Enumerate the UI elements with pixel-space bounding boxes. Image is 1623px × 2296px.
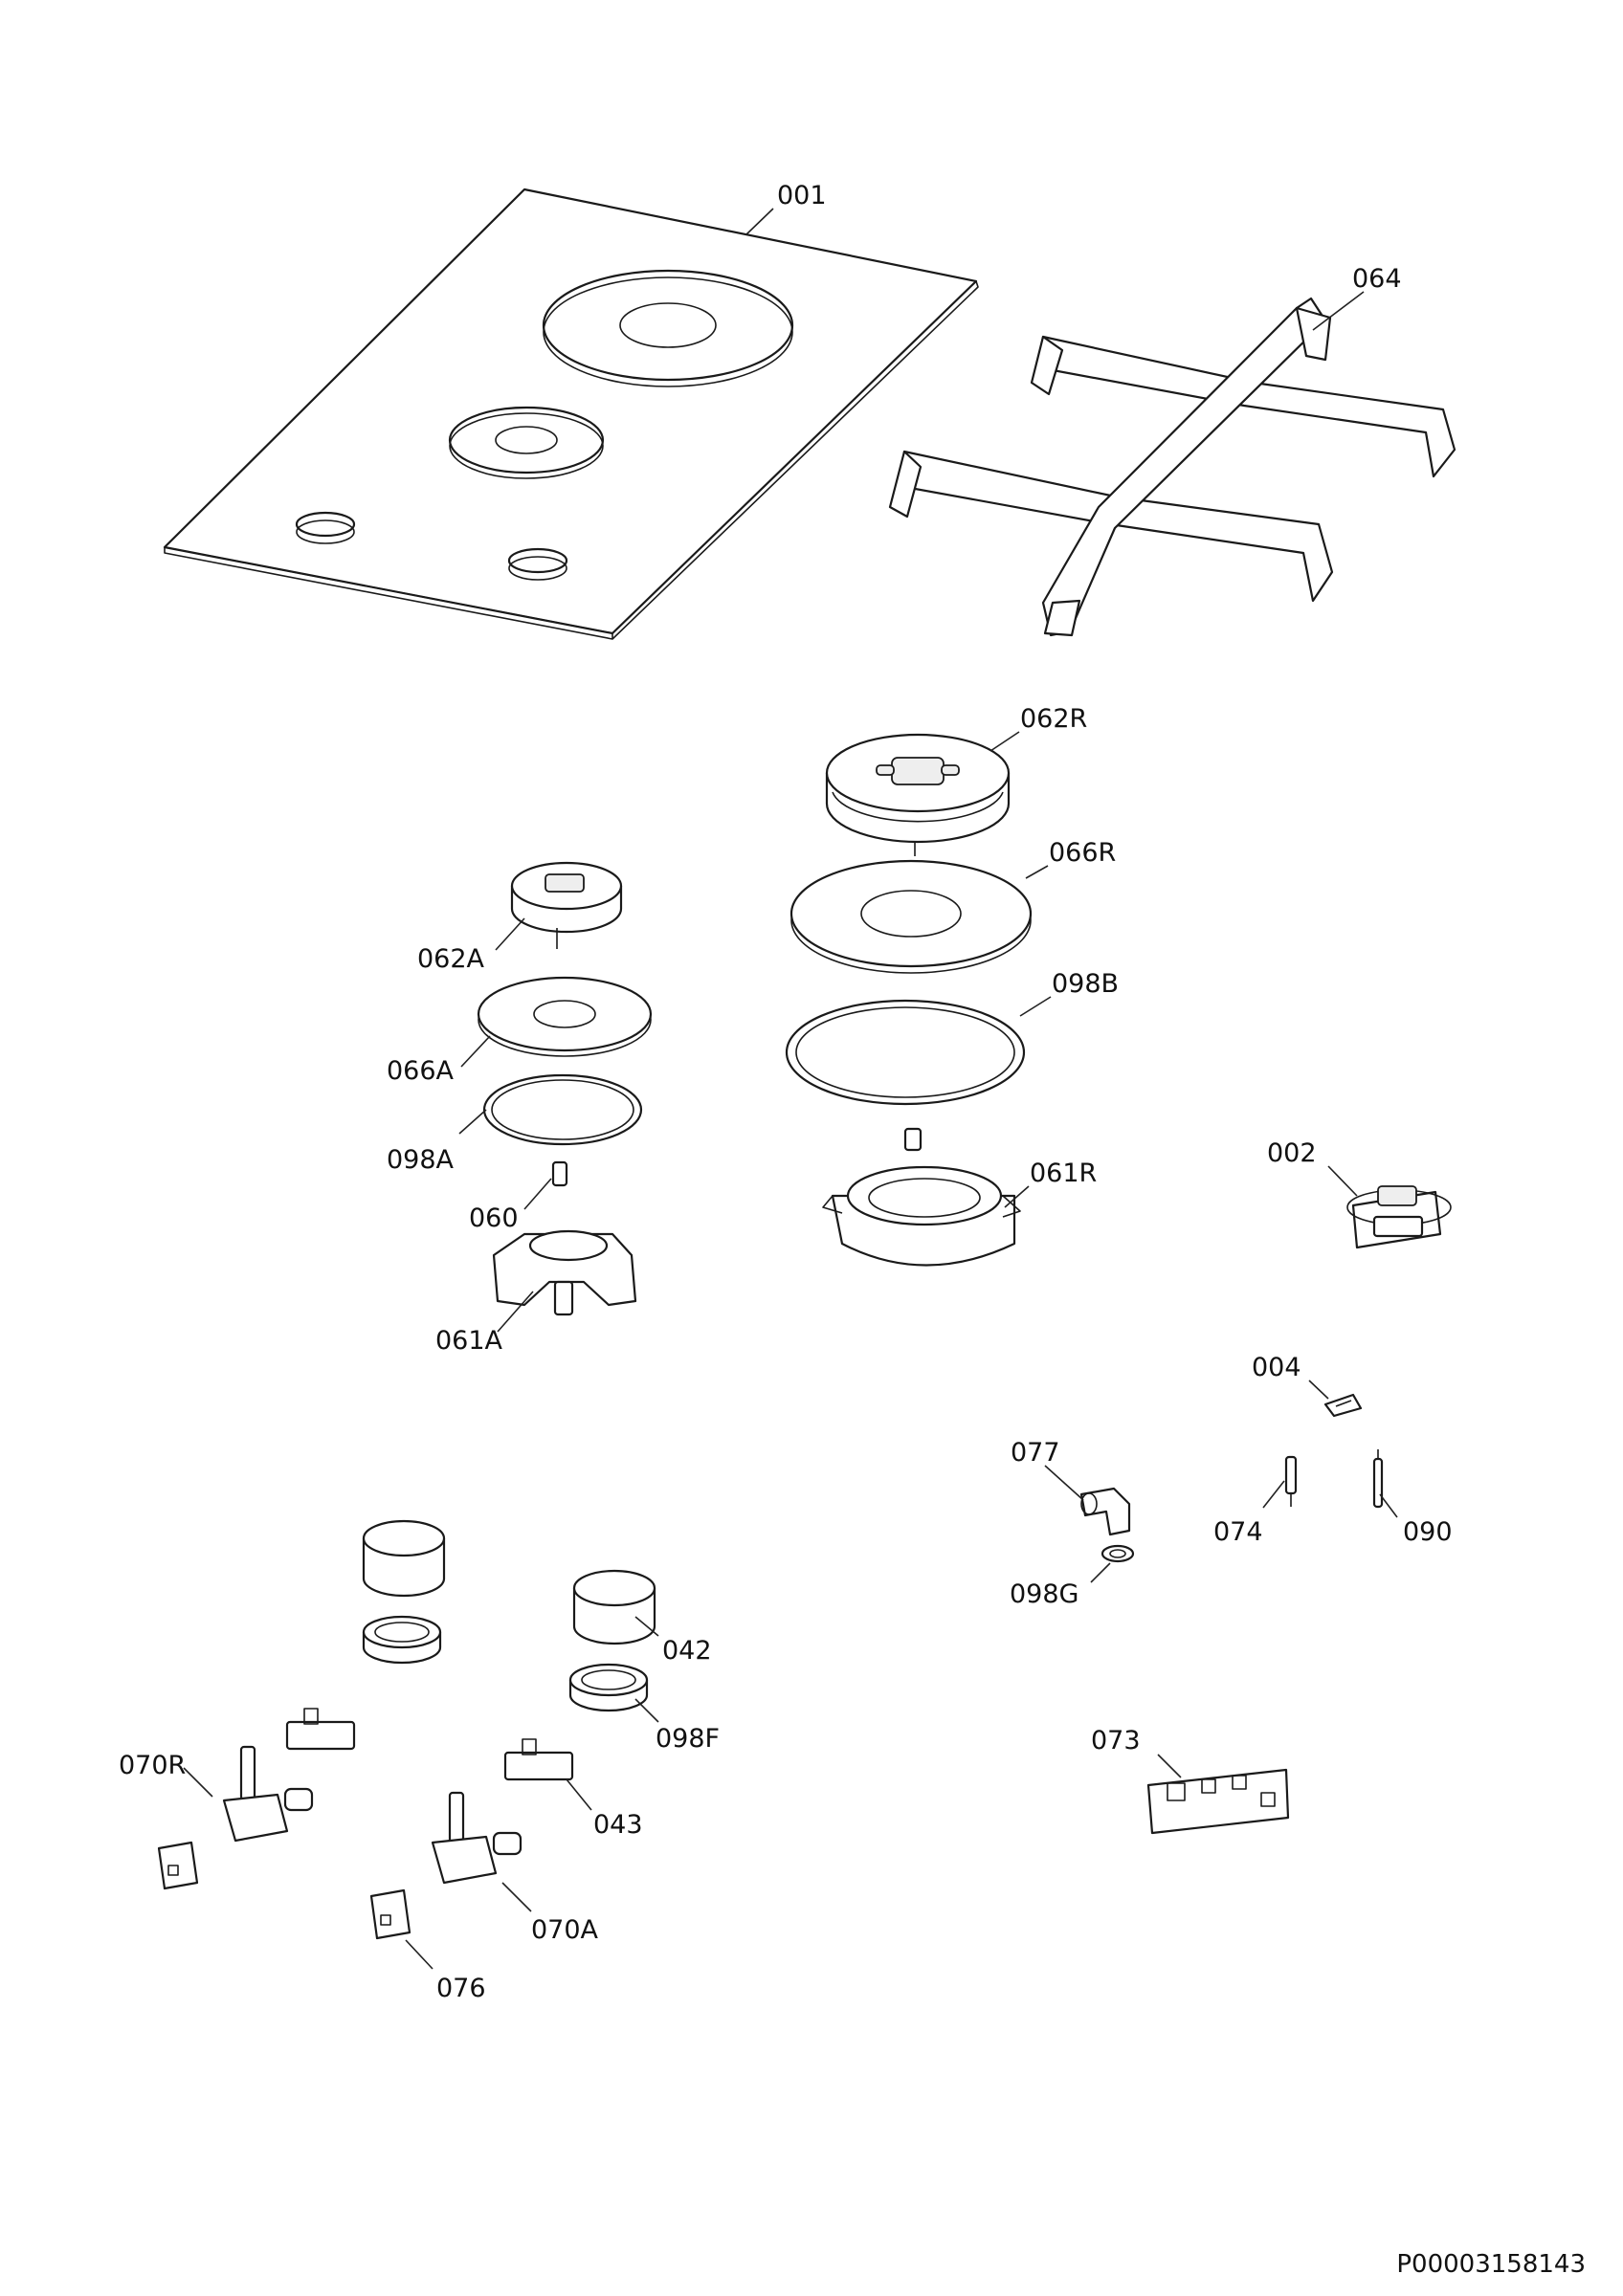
label-001: 001 bbox=[777, 181, 827, 210]
part-knob-seals bbox=[362, 1615, 649, 1712]
label-090: 090 bbox=[1403, 1517, 1453, 1547]
label-043: 043 bbox=[593, 1810, 643, 1840]
label-062R: 062R bbox=[1020, 704, 1087, 734]
label-061R: 061R bbox=[1030, 1159, 1097, 1188]
part-cooktop-plate bbox=[163, 188, 979, 640]
part-pan-support bbox=[888, 297, 1456, 637]
label-098B: 098B bbox=[1052, 969, 1119, 999]
part-clip bbox=[1323, 1393, 1363, 1418]
part-control-knobs bbox=[362, 1519, 656, 1645]
label-076: 076 bbox=[436, 1974, 486, 2003]
part-elbow-connector bbox=[1079, 1487, 1131, 1536]
part-connector-block bbox=[1346, 1185, 1452, 1249]
part-small-injector bbox=[551, 1160, 568, 1187]
part-clamps bbox=[157, 1841, 411, 1940]
label-060: 060 bbox=[469, 1203, 519, 1233]
label-064: 064 bbox=[1352, 264, 1402, 294]
label-098F: 098F bbox=[656, 1724, 720, 1754]
label-066A: 066A bbox=[387, 1056, 455, 1086]
label-098G: 098G bbox=[1010, 1579, 1078, 1609]
document-reference-number: P00003158143 bbox=[1396, 2250, 1586, 2279]
label-042: 042 bbox=[662, 1636, 712, 1666]
label-070A: 070A bbox=[531, 1915, 599, 1945]
label-073: 073 bbox=[1091, 1726, 1141, 1755]
part-labels: 001 064 062R 066R 098B 061R 062A 066A 09… bbox=[119, 181, 1453, 2003]
part-small-burner-crown bbox=[510, 861, 623, 949]
part-microswitches bbox=[285, 1708, 574, 1781]
leader-lines bbox=[183, 208, 1398, 1970]
part-large-burner-base bbox=[822, 1127, 1021, 1267]
label-077: 077 bbox=[1011, 1438, 1060, 1468]
part-small-washer bbox=[1101, 1544, 1135, 1563]
part-thermocouple bbox=[1284, 1455, 1298, 1507]
part-small-seal bbox=[482, 1073, 643, 1146]
part-spark-generator bbox=[1146, 1768, 1290, 1835]
part-gas-taps bbox=[222, 1745, 522, 1885]
part-large-burner-crown bbox=[825, 733, 1011, 856]
label-074: 074 bbox=[1213, 1517, 1263, 1547]
label-098A: 098A bbox=[387, 1145, 455, 1175]
part-large-seal bbox=[785, 999, 1026, 1106]
part-large-flame-spreader bbox=[789, 859, 1033, 974]
part-small-burner-base bbox=[492, 1229, 637, 1316]
part-ignition-electrode bbox=[1372, 1449, 1384, 1509]
label-070R: 070R bbox=[119, 1751, 186, 1780]
label-066R: 066R bbox=[1049, 838, 1116, 868]
label-061A: 061A bbox=[435, 1326, 503, 1356]
label-062A: 062A bbox=[417, 944, 485, 974]
label-004: 004 bbox=[1252, 1353, 1301, 1382]
part-small-flame-spreader bbox=[477, 976, 653, 1057]
label-002: 002 bbox=[1267, 1138, 1317, 1168]
